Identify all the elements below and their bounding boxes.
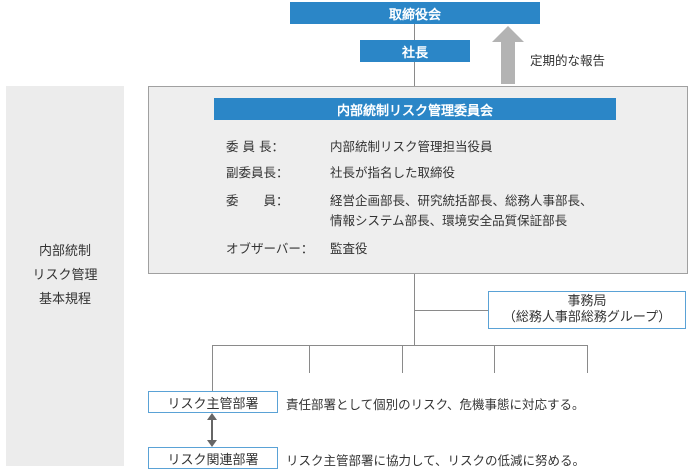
committee-value-observer: 監査役 [330,241,368,256]
committee-title-box: 内部統制リスク管理委員会 [214,98,616,120]
branch-drop-4 [494,345,495,373]
connector-president-committee [414,62,415,86]
branch-drop-2 [309,345,310,373]
primary-dept-box: リスク主管部署 [148,391,278,413]
branch-line [212,345,588,346]
connector-board-president [414,24,415,40]
secretariat-line1: 事務局 [567,294,607,309]
president-box: 社長 [360,40,470,62]
committee-role-chair: 委 員 長： [226,139,284,154]
related-dept-box: リスク関連部署 [148,447,278,469]
primary-dept-label: リスク主管部署 [167,396,259,412]
branch-drop-5 [587,345,588,373]
board-label: 取締役会 [388,7,441,23]
sidebar-label: 内部統制 リスク管理 基本規程 [6,240,124,312]
board-box: 取締役会 [290,2,540,24]
secretariat-line2: （総務人事部総務グループ） [502,310,672,325]
secretariat-box: 事務局 （総務人事部総務グループ） [488,291,686,329]
related-dept-desc: リスク主管部署に協力して、リスクの低減に努める。 [286,453,586,468]
branch-drop-1 [212,345,213,391]
sidebar-line-1: 内部統制 [38,244,91,259]
primary-dept-desc: 責任部署として個別のリスク、危機事態に対応する。 [286,397,585,412]
report-arrow-icon [492,26,524,84]
branch-drop-3 [402,345,403,373]
related-dept-label: リスク関連部署 [167,452,259,468]
committee-value-members-line2: 情報システム部長、環境安全品質保証部長 [330,213,568,228]
committee-role-observer: オブザーバー： [226,241,314,256]
sidebar-line-3: 基本規程 [38,292,91,307]
sidebar-panel [6,86,124,466]
committee-title: 内部統制リスク管理委員会 [336,103,493,119]
committee-role-vice-chair: 副委員長： [226,165,289,180]
report-label: 定期的な報告 [530,53,606,68]
committee-value-vice-chair: 社長が指名した取締役 [330,165,456,180]
connector-secretariat [414,310,488,311]
double-arrow-icon [207,413,217,447]
committee-value-chair: 内部統制リスク管理担当役員 [330,139,493,154]
committee-value-members-line1: 経営企画部長、研究統括部長、総務人事部長、 [330,193,593,208]
president-label: 社長 [401,45,428,61]
sidebar-line-2: リスク管理 [32,268,98,283]
committee-role-members: 委 員： [226,193,289,208]
